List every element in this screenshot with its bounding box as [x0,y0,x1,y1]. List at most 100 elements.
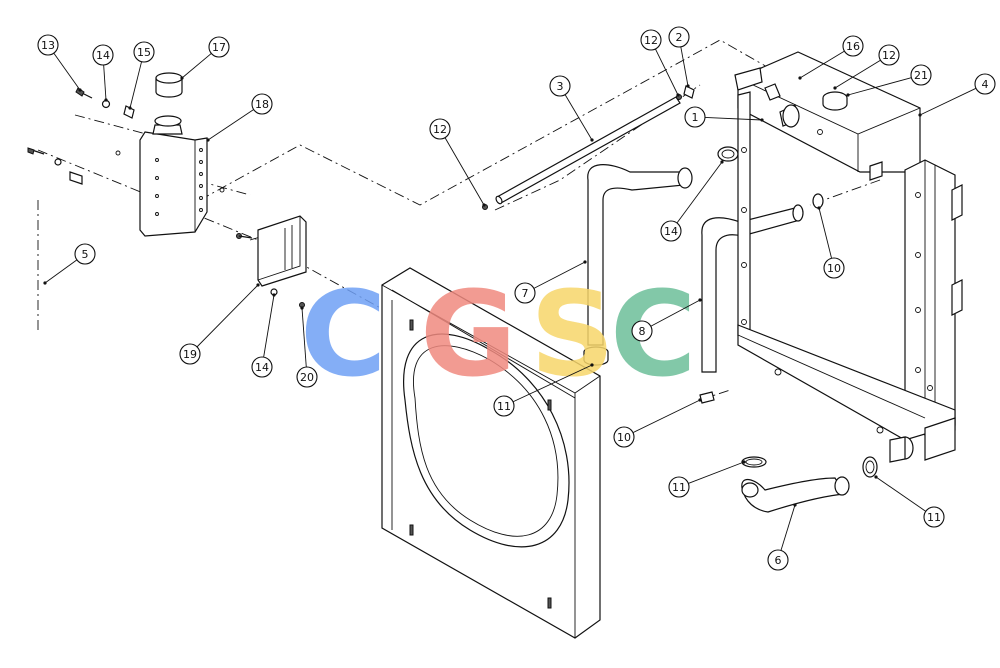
callout-leader-c19 [196,284,259,348]
callout-number: 12 [882,49,896,62]
callout-bubble-c11c: 11 [923,506,945,528]
callout-leader-tip-c4 [918,113,922,117]
callout-number: 19 [183,348,197,361]
callout-number: 14 [96,49,110,62]
callout-leader-c20 [301,307,307,368]
callout-leader-tip-c14c [720,160,724,164]
callout-bubble-c3: 3 [549,75,571,97]
callout-leader-tip-c12a [482,203,486,207]
callout-number: 10 [617,431,631,444]
tank-cap [155,72,183,98]
watermark-letter: C [610,265,697,403]
callout-number: 12 [433,123,447,136]
callout-bubble-c18: 18 [251,93,273,115]
callout-circle [660,220,682,242]
callout-circle [296,366,318,388]
callout-leader-tip-c14b [272,293,276,297]
callout-number: 11 [497,400,511,413]
callout-bubble-c6: 6 [767,549,789,571]
callout-bubble-c14a: 14 [92,44,114,66]
callout-bubble-c7: 7 [514,282,536,304]
fan-shroud [381,267,601,639]
tank-hardware [27,87,225,193]
callout-leader-tip-c19 [256,283,260,287]
watermark-letter: S [530,265,615,403]
callout-circle [251,356,273,378]
callout-circle [842,35,864,57]
callout-leader-c21 [847,77,912,96]
callout-leader-c3 [564,94,593,141]
callout-bubble-c10a: 10 [823,257,845,279]
callout-circle [549,75,571,97]
callout-leader-tip-c18 [206,138,210,142]
upper-radiator-hose [583,164,693,366]
callout-leader-tip-c11b [742,460,746,464]
hose-clamp-radiator [812,193,824,209]
tie-rod-tube [482,85,695,210]
callout-bubble-c19: 19 [179,343,201,365]
callout-bubble-c12b: 12 [640,29,662,51]
callout-number: 17 [212,41,226,54]
callout-number: 13 [41,39,55,52]
callout-number: 6 [775,554,782,567]
callout-circle [613,426,635,448]
callout-leader-c16 [799,50,845,79]
callout-bubble-c2: 2 [668,26,690,48]
callout-bubble-c4: 4 [974,73,996,95]
callout-circle [974,73,996,95]
callout-number: 2 [676,31,683,44]
mounting-bracket [236,215,307,308]
callout-bubble-c13a: 13 [37,34,59,56]
callout-leader-c14b [263,294,275,358]
callout-leader-tip-c10a [817,206,821,210]
watermark-letter: G [420,265,517,403]
callout-leader-tip-c13a [78,88,82,92]
callout-leader-c6 [780,504,796,551]
callout-leader-c13a [53,52,81,91]
callout-leader-c15 [129,61,143,109]
hose-clamp-upper [717,146,739,162]
callout-leader-c12a [444,137,485,206]
callout-bubble-c14b: 14 [251,356,273,378]
callout-leader-c14a [103,64,107,101]
bottom-radiator-hose [741,476,850,513]
callout-circle [514,282,536,304]
callout-bubble-c11a: 11 [493,395,515,417]
callout-leader-c11b [688,461,745,484]
callout-bubble-c8: 8 [631,320,653,342]
callout-number: 12 [644,34,658,47]
callout-number: 8 [639,325,646,338]
callout-circle [923,506,945,528]
callout-bubble-c15: 15 [133,41,155,63]
callout-number: 3 [557,80,564,93]
callout-circle [133,41,155,63]
radiator-assembly [734,51,963,463]
callout-leader-tip-c12b [676,93,680,97]
callout-leader-c10b [632,399,701,434]
callout-bubble-c12a: 12 [429,118,451,140]
callout-circle [878,44,900,66]
callout-number: 15 [137,46,151,59]
callout-circle [767,549,789,571]
callout-leader-tip-c1 [760,118,764,122]
callout-leader-tip-c12c [833,86,837,90]
callout-number: 10 [827,262,841,275]
callout-circle [631,320,653,342]
callout-number: 4 [982,78,989,91]
callout-number: 14 [664,225,678,238]
callout-leader-tip-c7 [583,260,587,264]
callout-leader-tip-c11c [874,475,878,479]
callout-bubble-c5: 5 [74,243,96,265]
callout-circle [429,118,451,140]
callout-circle [493,395,515,417]
callout-number: 11 [927,511,941,524]
callout-circle [640,29,662,51]
coolant-overflow-tank [139,115,208,237]
callout-circle [910,64,932,86]
callout-bubble-c11b: 11 [668,476,690,498]
callout-leader-tip-c20 [300,306,304,310]
callout-number: 7 [522,287,529,300]
